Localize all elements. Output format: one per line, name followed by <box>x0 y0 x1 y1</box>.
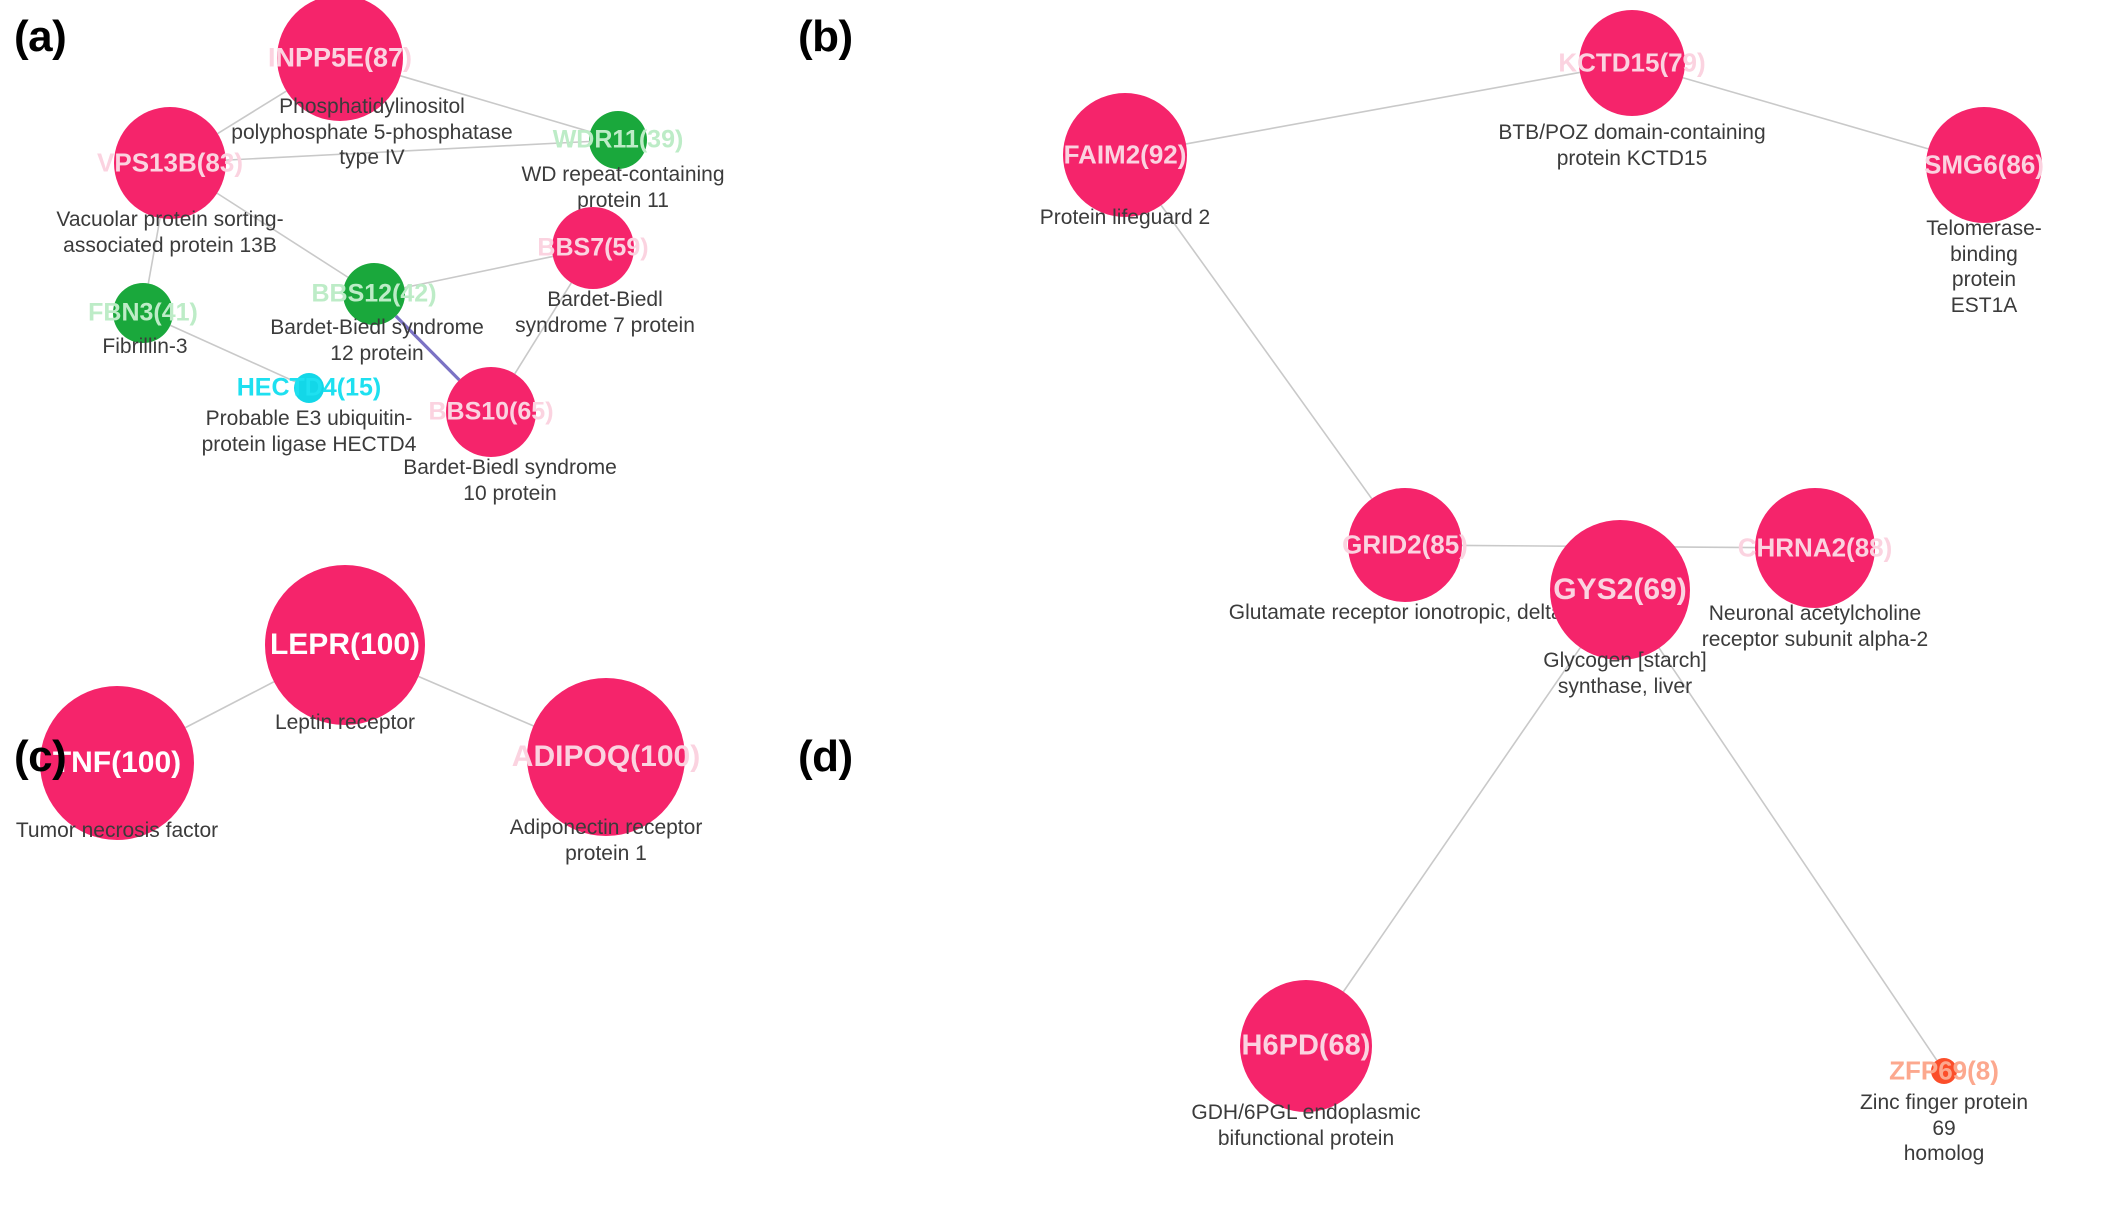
edge-tnf-lepr <box>185 681 275 729</box>
node-description-smg6: Telomerase-binding protein EST1A <box>1926 217 2042 317</box>
panel-label-c: (c) <box>14 732 67 781</box>
panel-label-b: (b) <box>798 12 853 61</box>
node-wdr11[interactable] <box>589 111 647 169</box>
node-description-hectd4: Probable E3 ubiquitin- protein ligase HE… <box>201 407 417 456</box>
edge-gys2-h6pd <box>1342 647 1581 993</box>
edge-bbs12-bbs7 <box>404 255 554 289</box>
node-bbs10[interactable] <box>446 367 536 457</box>
node-h6pd[interactable] <box>1240 980 1372 1112</box>
node-description-grid2: Glutamate receptor ionotropic, delta-2 <box>1228 601 1582 624</box>
node-bbs7[interactable] <box>552 207 634 289</box>
node-gys2[interactable] <box>1550 520 1690 660</box>
edge-faim2-grid2 <box>1160 204 1373 500</box>
node-chrna2[interactable] <box>1755 488 1875 608</box>
node-bbs12[interactable] <box>343 263 405 325</box>
node-grid2[interactable] <box>1348 488 1462 602</box>
node-faim2[interactable] <box>1063 93 1187 217</box>
node-kctd15[interactable] <box>1579 10 1685 116</box>
node-description-h6pd: GDH/6PGL endoplasmic bifunctional protei… <box>1191 1101 1421 1150</box>
node-description-tnf: Tumor necrosis factor <box>15 819 219 842</box>
node-description-faim2: Protein lifeguard 2 <box>1039 206 1211 229</box>
node-description-chrna2: Neuronal acetylcholine receptor subunit … <box>1701 602 1929 651</box>
node-description-inpp5e: Phosphatidylinositol polyphosphate 5-pho… <box>231 95 513 170</box>
panel-label-a: (a) <box>14 12 67 61</box>
node-zfp69[interactable] <box>1931 1058 1957 1084</box>
node-description-zfp69: Zinc finger protein 69 homolog <box>1859 1091 2029 1166</box>
node-lepr[interactable] <box>265 565 425 725</box>
node-description-vps13b: Vacuolar protein sorting- associated pro… <box>56 208 284 257</box>
node-description-adipoq: Adiponectin receptor protein 1 <box>509 816 703 865</box>
node-description-wdr11: WD repeat-containing protein 11 <box>521 163 725 212</box>
edge-lepr-adipoq <box>418 675 534 727</box>
node-vps13b[interactable] <box>114 107 226 219</box>
node-adipoq[interactable] <box>527 678 685 836</box>
node-fbn3[interactable] <box>113 283 173 343</box>
node-description-fbn3: Fibrillin-3 <box>102 335 188 358</box>
node-description-lepr: Leptin receptor <box>274 711 416 734</box>
node-description-bbs7: Bardet-Biedl syndrome 7 protein <box>515 288 695 337</box>
node-inpp5e[interactable] <box>277 0 403 121</box>
node-hectd4[interactable] <box>294 373 324 403</box>
node-description-gys2: Glycogen [starch] synthase, liver <box>1543 649 1707 698</box>
panel-label-d: (d) <box>798 732 853 781</box>
node-description-bbs10: Bardet-Biedl syndrome 10 protein <box>403 456 617 505</box>
node-tnf[interactable] <box>40 686 194 840</box>
edge-gys2-zfp69 <box>1658 647 1938 1061</box>
node-smg6[interactable] <box>1926 107 2042 223</box>
node-description-kctd15: BTB/POZ domain-containing protein KCTD15 <box>1498 121 1766 170</box>
node-description-bbs12: Bardet-Biedl syndrome 12 protein <box>270 316 484 365</box>
